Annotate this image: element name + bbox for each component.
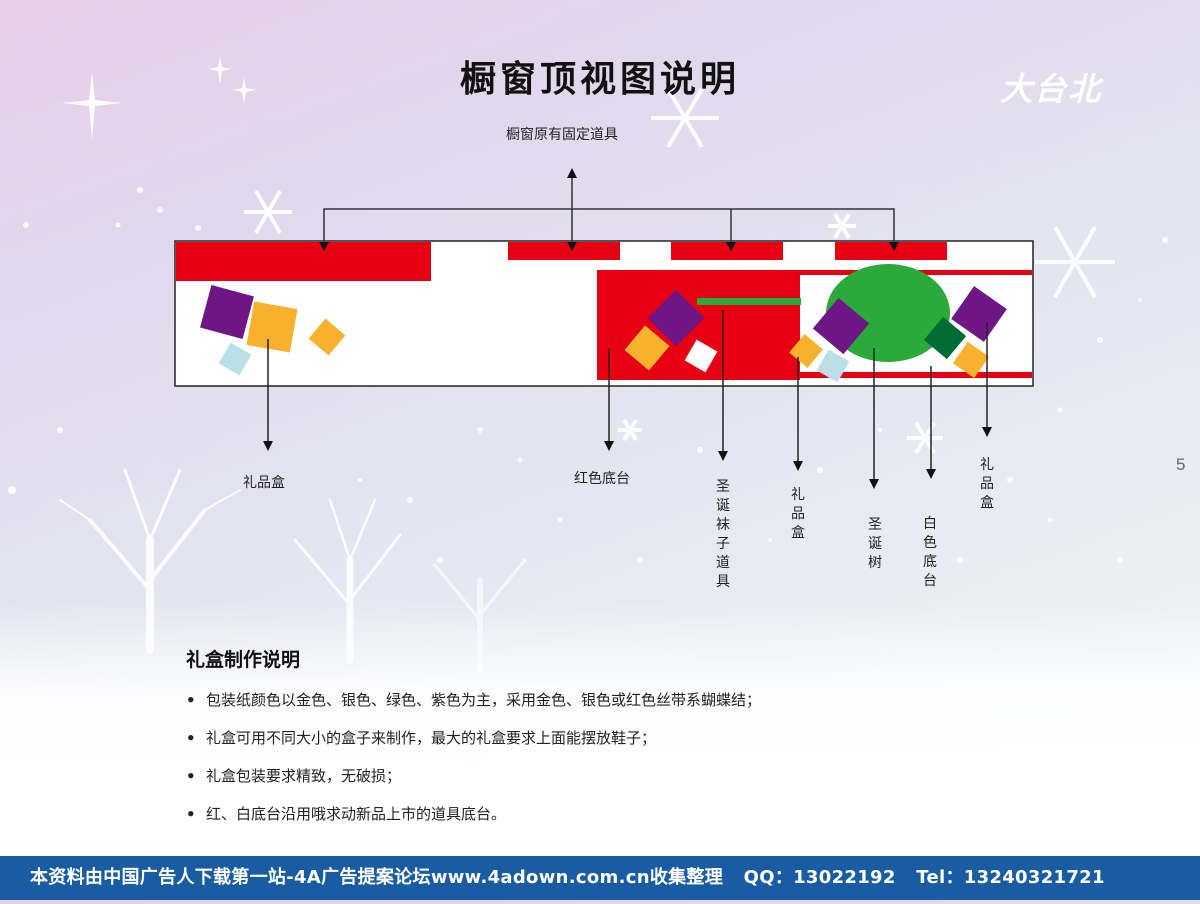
list-item: •包装纸颜色以金色、银色、绿色、紫色为主，采用金色、银色或红色丝带系蝴蝶结；: [186, 688, 761, 726]
callout-gift-box-right: 礼品盒: [980, 457, 994, 511]
bullet-icon: •: [186, 767, 196, 785]
fixed-props-connector: [323, 176, 895, 248]
brand-logo: 大台北: [1000, 70, 1103, 108]
list-item: •礼盒包装要求精致，无破损；: [186, 764, 761, 802]
footer-tel: Tel：13240321721: [916, 867, 1105, 888]
callout-gift-box-middle: 礼品盒: [791, 487, 805, 541]
footer-banner: 本资料由中国广告人下载第一站-4A广告提案论坛www.4adown.com.cn…: [0, 856, 1200, 900]
white-base-bottom-border: [800, 372, 1032, 378]
slide-title: 橱窗顶视图说明: [459, 58, 740, 100]
window-top-view-diagram: [174, 168, 1034, 489]
fixed-props: [176, 242, 947, 281]
fixed-props-label: 橱窗原有固定道具: [506, 127, 618, 143]
callout-christmas-tree: 圣诞树: [868, 517, 882, 571]
callout-red-base: 红色底台: [574, 471, 630, 487]
list-item: •礼盒可用不同大小的盒子来制作，最大的礼盒要求上面能摆放鞋子；: [186, 726, 761, 764]
gift-boxes-left: [200, 285, 346, 376]
footer-source-text: 本资料由中国广告人下载第一站-4A广告提案论坛www.4adown.com.cn…: [30, 867, 724, 888]
bullet-icon: •: [186, 805, 196, 823]
footer-qq: QQ：13022192: [743, 867, 896, 888]
gift-boxes-white-base: [789, 286, 1007, 383]
gift-box-notes-heading: 礼盒制作说明: [186, 649, 301, 671]
callout-white-base: 白色底台: [923, 516, 937, 589]
callout-christmas-sock-prop: 圣诞袜子道具: [716, 479, 730, 590]
bullet-icon: •: [186, 729, 196, 747]
arrow-icons: [319, 168, 899, 251]
page-number: 5: [1176, 455, 1186, 474]
bullet-icon: •: [186, 691, 196, 709]
callout-lines: [267, 310, 988, 480]
christmas-sock-prop: [697, 298, 801, 305]
callout-arrow-icons: [263, 427, 992, 489]
list-item: •红、白底台沿用哦求动新品上市的道具底台。: [186, 802, 761, 840]
gift-box-notes-list: •包装纸颜色以金色、银色、绿色、紫色为主，采用金色、银色或红色丝带系蝴蝶结； •…: [186, 688, 761, 840]
callout-gift-box-left: 礼品盒: [243, 475, 285, 491]
